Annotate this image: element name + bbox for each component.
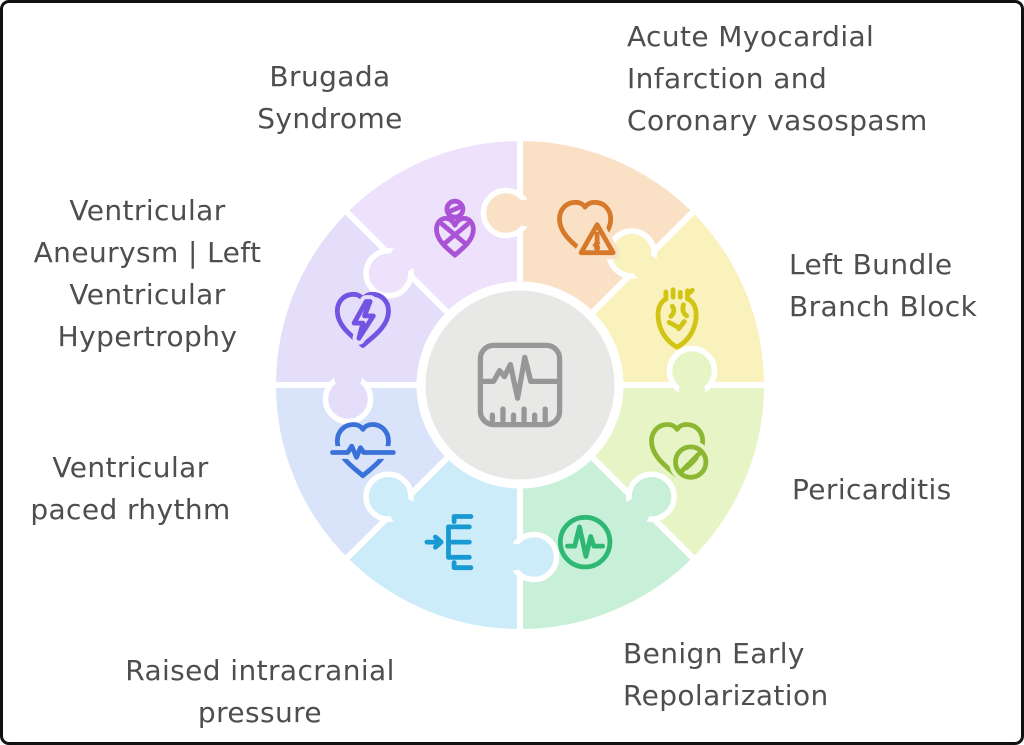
puzzle-knob-neck	[513, 199, 541, 227]
label-left-bundle-branch-block: Left Bundle Branch Block	[789, 248, 978, 323]
heart-pulse-icon	[326, 422, 400, 479]
person-heart-icon	[434, 198, 476, 258]
heart-bolt-icon	[334, 291, 391, 348]
input-bracket-icon	[424, 514, 474, 571]
label-acute-myocardial-infarction: Acute Myocardial Infarction and Coronary…	[627, 20, 928, 137]
puzzle-knob-neck	[334, 364, 362, 392]
label-benign-early-repolarization: Benign Early Repolarization	[623, 637, 829, 712]
label-pericarditis: Pericarditis	[792, 473, 952, 506]
puzzle-knob-neck	[678, 378, 706, 406]
puzzle-knob-neck	[389, 244, 417, 272]
label-brugada-syndrome: Brugada Syndrome	[257, 60, 403, 135]
label-ventricular-aneurysm-lvh: Ventricular Aneurysm | Left Ventricular …	[33, 194, 262, 353]
puzzle-knob-neck	[633, 254, 661, 282]
puzzle-knob-neck	[623, 498, 651, 526]
label-raised-intracranial-pressure: Raised intracranial pressure	[125, 654, 395, 729]
heart-ban-icon	[649, 422, 713, 484]
ecg-monitor-icon	[477, 342, 563, 428]
heart-alert-icon	[557, 199, 620, 260]
pulse-circle-icon	[557, 514, 613, 570]
puzzle-knob-neck	[499, 543, 527, 571]
anatomical-heart-icon	[655, 287, 699, 350]
label-ventricular-paced-rhythm: Ventricular paced rhythm	[30, 451, 231, 526]
puzzle-knob-neck	[389, 498, 417, 526]
